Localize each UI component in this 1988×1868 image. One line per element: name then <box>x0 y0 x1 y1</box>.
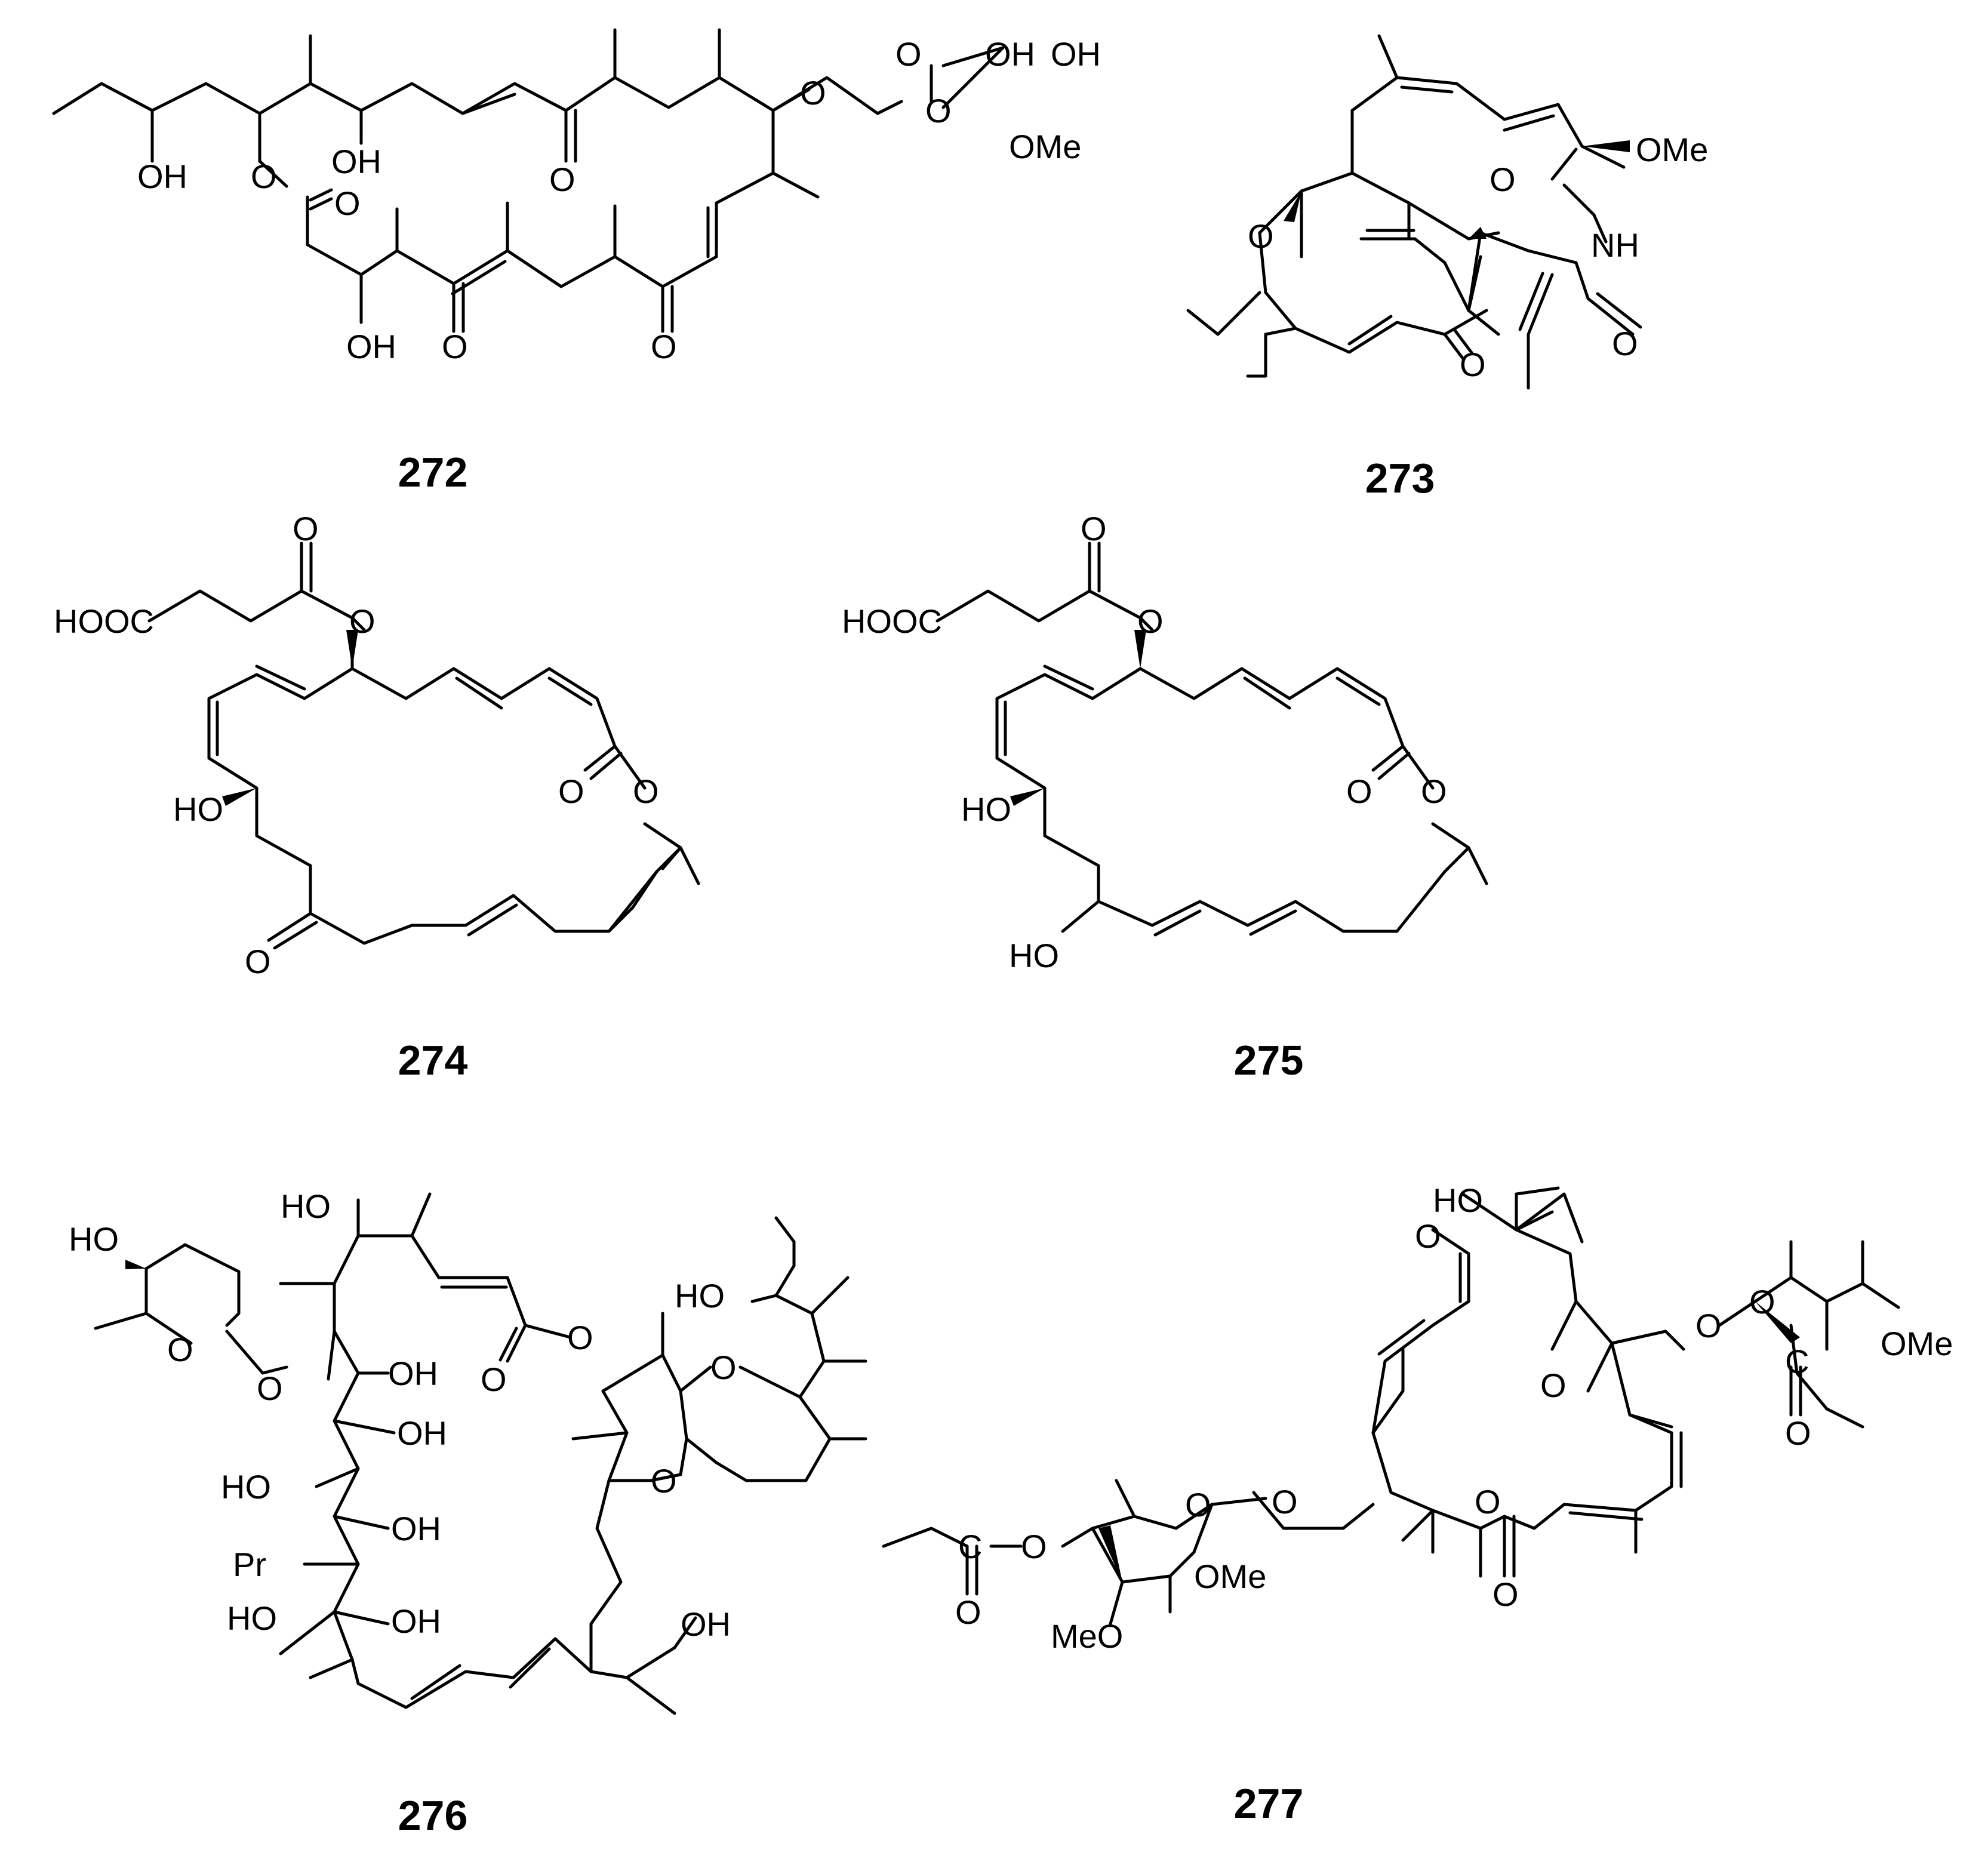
compound-273: OMe O O NH O O 273 <box>1186 34 1708 501</box>
atom-label: OMe <box>1636 131 1708 168</box>
atom-label: MeO <box>1051 1617 1123 1655</box>
atom-label: OH <box>681 1605 731 1643</box>
compound-276: HO HO O O OH OH HO OH Pr HO OH O O HO O … <box>69 1187 867 1839</box>
atom-label: HO <box>227 1599 277 1637</box>
atom-label: HO <box>281 1187 331 1225</box>
hash-bond <box>125 1260 146 1269</box>
atom-label: HOOC <box>842 602 942 640</box>
atom-label: O <box>1695 1307 1722 1344</box>
skeleton-273 <box>1186 34 1642 390</box>
atom-label: HO <box>173 790 223 828</box>
atom-label: OH <box>388 1355 438 1392</box>
atom-label: OMe <box>1009 128 1081 165</box>
compound-number-275: 275 <box>1234 1037 1304 1084</box>
wedge-bond <box>1755 1301 1800 1343</box>
atom-label: OH <box>985 35 1035 73</box>
atom-label: O <box>442 328 468 365</box>
atom-label: NH <box>1591 226 1639 264</box>
atom-label: OMe <box>1194 1558 1266 1595</box>
compound-274: HOOC O O O O HO O 274 <box>54 510 700 1084</box>
atom-label: O <box>549 161 576 198</box>
wedge-bond <box>1098 1525 1122 1582</box>
atom-label: O <box>651 1462 677 1500</box>
atom-label: OH <box>331 143 381 180</box>
skeleton-274 <box>147 541 700 950</box>
skeleton-275 <box>935 541 1488 937</box>
atom-label: O <box>1490 161 1516 198</box>
atom-label: Pr <box>233 1546 266 1583</box>
skeleton-277 <box>882 1186 1900 1626</box>
compound-number-276: 276 <box>398 1792 468 1839</box>
atom-label: C <box>1785 1343 1809 1380</box>
atom-label: OH <box>137 158 187 195</box>
atom-label: O <box>567 1319 593 1356</box>
compound-number-277: 277 <box>1234 1780 1304 1827</box>
wedge-bond <box>1010 788 1045 806</box>
atom-label: O <box>1081 510 1107 547</box>
compound-275: HOOC O O O O HO HO 275 <box>842 510 1488 1084</box>
atom-label: O <box>1612 325 1638 362</box>
atom-label: O <box>1540 1367 1567 1404</box>
compound-number-274: 274 <box>398 1037 468 1084</box>
skeleton-272 <box>52 28 1005 333</box>
atom-label: O <box>558 773 584 810</box>
atom-label: HO <box>1433 1181 1483 1219</box>
compound-277: HO O O O OMe O C O O O C O OMe MeO O O O… <box>882 1181 1953 1827</box>
atom-label: O <box>251 158 277 195</box>
compound-number-273: 273 <box>1365 455 1435 501</box>
atom-label: O <box>334 184 361 222</box>
atom-label: HO <box>1009 937 1059 974</box>
atom-label: O <box>710 1349 737 1386</box>
atom-label: O <box>167 1331 193 1368</box>
atom-label: OH <box>391 1510 441 1547</box>
atom-label: OH <box>1051 35 1101 73</box>
atom-label: OH <box>346 328 396 365</box>
atom-label: O <box>800 74 826 112</box>
wedge-bond <box>1284 191 1301 222</box>
atom-label: HOOC <box>54 602 154 640</box>
atom-label: O <box>1749 1283 1775 1321</box>
atom-label: O <box>633 773 659 810</box>
compound-272: OH OH OH OH OMe O O O O O O O O OH 272 <box>52 28 1101 496</box>
atom-label: O <box>925 92 952 130</box>
atom-label: O <box>1415 1217 1441 1255</box>
wedge-bond <box>1582 140 1630 152</box>
atom-label: O <box>1492 1575 1519 1613</box>
atom-label: O <box>349 602 376 640</box>
atom-label: O <box>245 943 271 980</box>
atom-label: O <box>895 35 922 73</box>
wedge-bond <box>222 788 257 806</box>
wedge-bond <box>1134 630 1146 669</box>
atom-label: O <box>1346 773 1372 810</box>
atom-label: C <box>958 1528 982 1565</box>
skeleton-276 <box>94 1192 867 1715</box>
atom-label: O <box>1421 773 1447 810</box>
atom-label: O <box>651 328 677 365</box>
atom-label: O <box>1248 217 1274 255</box>
atom-label: O <box>1475 1483 1501 1521</box>
atom-label: HO <box>961 790 1011 828</box>
atom-label: OH <box>391 1602 441 1640</box>
atom-label: HO <box>675 1277 725 1315</box>
atom-label: HO <box>69 1220 119 1258</box>
atom-label: O <box>293 510 319 547</box>
compound-number-272: 272 <box>398 449 468 496</box>
wedge-bond <box>346 630 358 669</box>
atom-label: O <box>1021 1528 1047 1565</box>
atom-label: OH <box>397 1414 447 1452</box>
atom-label: O <box>257 1370 283 1407</box>
atom-label: O <box>1785 1414 1811 1452</box>
atom-label: O <box>1272 1483 1298 1521</box>
atom-label: O <box>1185 1486 1211 1524</box>
atom-label: O <box>955 1593 981 1631</box>
atom-label: O <box>481 1361 507 1398</box>
atom-label: OMe <box>1881 1325 1953 1362</box>
wedge-bond <box>1469 227 1487 239</box>
atom-label: O <box>1137 602 1164 640</box>
atom-label: O <box>1460 346 1486 383</box>
atom-label: HO <box>221 1468 271 1506</box>
